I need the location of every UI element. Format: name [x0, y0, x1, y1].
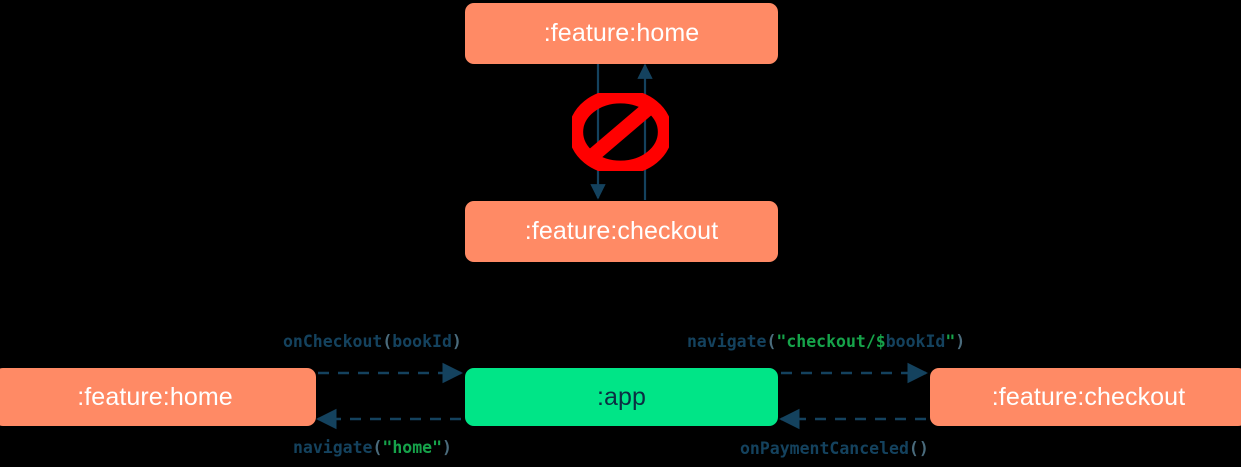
- code-token-punct: ): [955, 332, 966, 351]
- node-label: :feature:home: [77, 382, 233, 411]
- code-token-str: ": [945, 332, 956, 351]
- node-feature-checkout-top[interactable]: :feature:checkout: [465, 201, 778, 262]
- edge-label-navigate-home: navigate("home"): [293, 438, 452, 457]
- code-token-punct: (: [382, 332, 393, 351]
- code-token-var: bookId: [885, 332, 946, 351]
- node-feature-home-bottom[interactable]: :feature:home: [0, 368, 316, 426]
- edge-label-on-payment-canceled: onPaymentCanceled(): [740, 439, 929, 458]
- code-token-str: "checkout/: [776, 332, 876, 351]
- node-feature-home-top[interactable]: :feature:home: [465, 3, 778, 64]
- code-token-str: "home": [382, 438, 443, 457]
- node-label: :feature:checkout: [991, 382, 1186, 411]
- code-token-fn: navigate: [293, 438, 373, 457]
- code-token-punct: (): [908, 439, 929, 458]
- code-token-fn: navigate: [687, 332, 767, 351]
- code-token-punct: ): [451, 332, 462, 351]
- code-token-fn: onPaymentCanceled: [740, 439, 909, 458]
- node-label: :app: [596, 382, 647, 411]
- node-feature-checkout-bottom[interactable]: :feature:checkout: [930, 368, 1241, 426]
- no-entry-icon: [572, 93, 669, 171]
- edge-label-navigate-checkout: navigate("checkout/$bookId"): [687, 332, 966, 351]
- code-token-punct: ): [442, 438, 452, 457]
- code-token-var: bookId: [392, 332, 452, 351]
- code-token-dollar: $: [875, 332, 886, 351]
- code-token-fn: onCheckout: [283, 332, 383, 351]
- node-label: :feature:checkout: [524, 217, 719, 245]
- code-token-punct: (: [372, 438, 383, 457]
- edge-label-on-checkout: onCheckout(bookId): [283, 332, 462, 351]
- node-app[interactable]: :app: [465, 368, 778, 426]
- node-label: :feature:home: [543, 19, 700, 47]
- code-token-punct: (: [766, 332, 777, 351]
